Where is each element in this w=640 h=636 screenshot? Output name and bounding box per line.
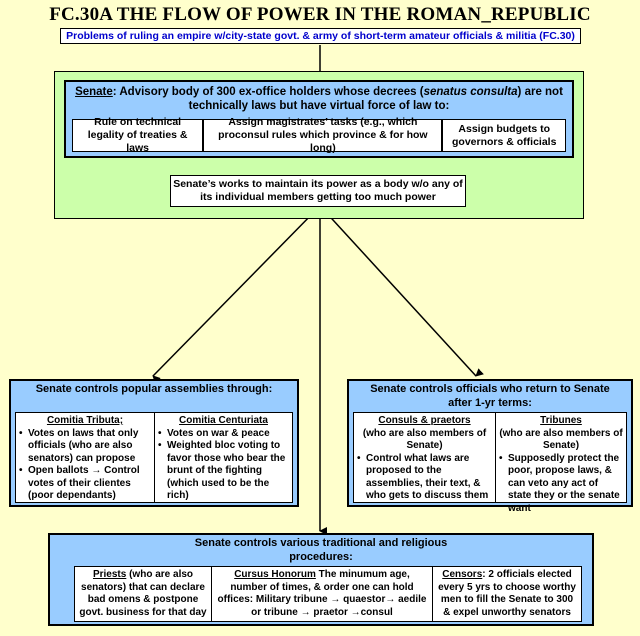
priests-box: Priests (who are also senators) that can… [74,566,212,622]
page-title: FC.30A THE FLOW OF POWER IN THE ROMAN_RE… [49,4,591,25]
list-item: •Open ballots → Control votes of their c… [19,465,140,501]
list-item: •Control what laws are proposed to the a… [357,452,489,502]
list-item: •Weighted bloc voting to favor those who… [158,440,286,501]
tribunes-heading: Tribunes [540,415,582,426]
assemblies-title: Senate controls popular assemblies throu… [35,383,273,395]
censors-heading: Censors [442,569,483,580]
senate-description: Senate: Advisory body of 300 ex-office h… [75,86,563,112]
list-item: •Votes on war & peace [158,427,270,439]
comitia-tributa-heading: Comitia Tributa; [46,415,124,426]
list-item: •Supposedly protect the poor, propose la… [499,452,620,514]
consuls-heading: Consuls & praetors [378,415,471,426]
procedures-panel: Senate controls various traditional and … [48,533,594,626]
procedures-title: Senate controls various traditional and … [194,537,448,563]
senate-box: Senate: Advisory body of 300 ex-office h… [64,80,574,158]
list-item: •Votes on laws that only officials (who … [19,427,139,464]
comitia-centuriata-heading: Comitia Centuriata [179,415,268,426]
censors-box: Censors: 2 officials elected every 5 yrs… [432,566,582,622]
arrow-works-to-assemblies [152,207,319,384]
senate-works-box: Senate’s works to maintain its power as … [170,175,466,207]
arrow-works-to-officials [321,207,484,377]
assemblies-panel: Senate controls popular assemblies throu… [9,379,299,507]
comitia-centuriata-box: Comitia Centuriata •Votes on war & peace… [154,412,293,503]
priests-heading: Priests [92,569,127,580]
power-assign-tasks: Assign magistrates’ tasks (e.g., which p… [203,116,443,154]
subtitle-box: Problems of ruling an empire w/city-stat… [60,28,581,44]
officials-title: Senate controls officials who return to … [370,383,610,409]
cursus-honorum-box: Cursus Honorum The minumum age, number o… [211,566,433,622]
power-legality: Rule on technical legality of treaties &… [72,116,204,154]
senate-heading: Senate [75,86,113,98]
officials-panel: Senate controls officials who return to … [347,379,633,514]
consuls-praetors-box: Consuls & praetors (who are also members… [353,412,496,503]
cursus-heading: Cursus Honorum [234,569,316,580]
senate-powers: Rule on technical legality of treaties &… [72,116,566,154]
tribunes-box: Tribunes (who are also members of Senate… [495,412,627,514]
comitia-tributa-box: Comitia Tributa; •Votes on laws that onl… [15,412,155,503]
power-budgets: Assign budgets to governors & officials [442,119,566,152]
